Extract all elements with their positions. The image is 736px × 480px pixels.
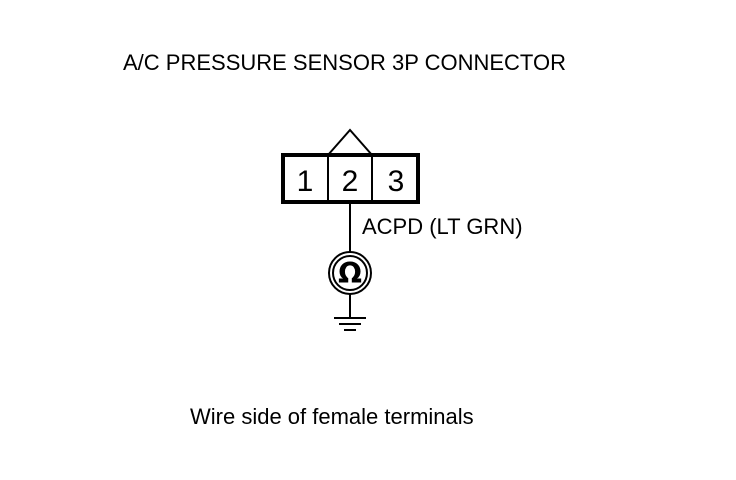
diagram-caption: Wire side of female terminals	[190, 404, 474, 429]
pin-3: 3	[388, 165, 405, 198]
pin-2: 2	[342, 165, 359, 198]
connector-body	[281, 153, 420, 204]
ground-icon	[334, 317, 366, 331]
wire-label: ACPD (LT GRN)	[362, 214, 523, 239]
pin-1: 1	[297, 165, 314, 198]
ohmmeter-icon: Ω	[328, 251, 372, 295]
ohm-symbol: Ω	[338, 257, 362, 290]
connector-lock-tab	[327, 128, 373, 156]
diagram-title: A/C PRESSURE SENSOR 3P CONNECTOR	[123, 50, 566, 75]
